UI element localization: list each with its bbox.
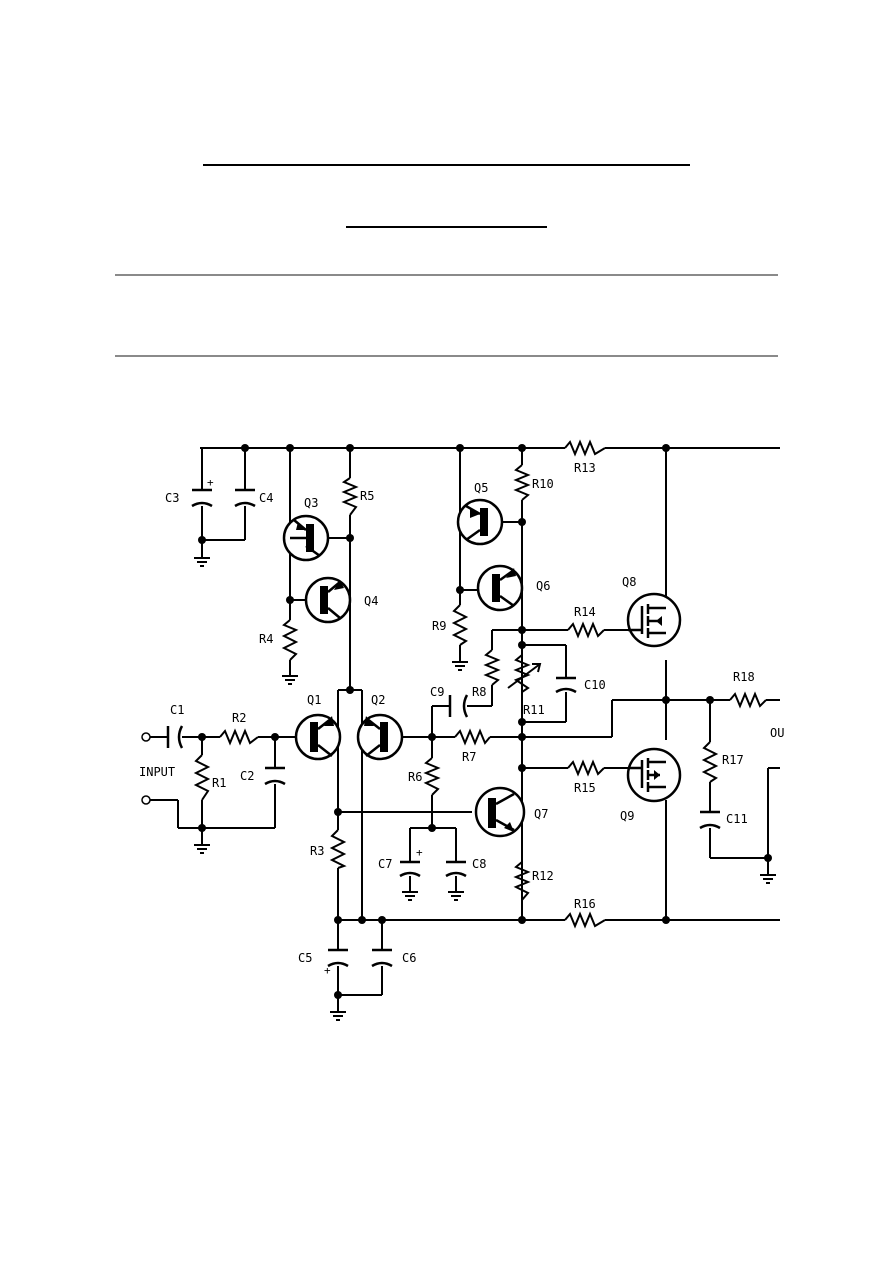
label-r2: R2 — [232, 711, 246, 725]
label-out: OU — [770, 726, 784, 740]
label-c5: C5 — [298, 951, 312, 965]
label-c8: C8 — [472, 857, 486, 871]
section-divider-top — [115, 274, 778, 276]
subtitle-underline — [346, 226, 547, 228]
label-q8: Q8 — [622, 575, 636, 589]
q7-symbol — [474, 786, 526, 838]
label-q9: Q9 — [620, 809, 634, 823]
label-c11: C11 — [726, 812, 748, 826]
section-divider-bottom — [115, 355, 778, 357]
label-q4: Q4 — [364, 594, 378, 608]
label-r7: R7 — [462, 750, 476, 764]
label-r5: R5 — [360, 489, 374, 503]
label-r16: R16 — [574, 897, 596, 911]
label-c5-plus: + — [324, 964, 331, 977]
label-c3: C3 — [165, 491, 179, 505]
label-q2: Q2 — [371, 693, 385, 707]
label-q1: Q1 — [307, 693, 321, 707]
label-q7: Q7 — [534, 807, 548, 821]
label-c3-plus: + — [207, 476, 214, 489]
label-r9: R9 — [432, 619, 446, 633]
label-r15: R15 — [574, 781, 596, 795]
label-r6: R6 — [408, 770, 422, 784]
label-c10: C10 — [584, 678, 606, 692]
label-c7-plus: + — [416, 846, 423, 859]
label-r3: R3 — [310, 844, 324, 858]
label-q6: Q6 — [536, 579, 550, 593]
title-underline — [203, 164, 690, 166]
label-c4: C4 — [259, 491, 273, 505]
label-q3: Q3 — [304, 496, 318, 510]
label-input: INPUT — [139, 765, 175, 779]
label-c2: C2 — [240, 769, 254, 783]
label-r12: R12 — [532, 869, 554, 883]
label-q5: Q5 — [474, 481, 488, 495]
label-c6: C6 — [402, 951, 416, 965]
label-r4: R4 — [259, 632, 273, 646]
label-c7: C7 — [378, 857, 392, 871]
label-r1: R1 — [212, 776, 226, 790]
label-r10: R10 — [532, 477, 554, 491]
label-r14: R14 — [574, 605, 596, 619]
label-r17: R17 — [722, 753, 744, 767]
label-r13: R13 — [574, 461, 596, 475]
label-r8: R8 — [472, 685, 486, 699]
label-r11: R11 — [523, 703, 545, 717]
label-c1: C1 — [170, 703, 184, 717]
label-c9: C9 — [430, 685, 444, 699]
label-r18: R18 — [733, 670, 755, 684]
